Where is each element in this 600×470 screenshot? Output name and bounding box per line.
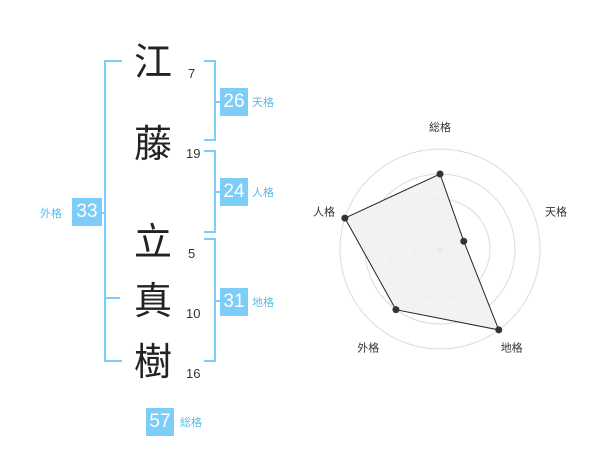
kanji-2: 藤 [133,122,172,166]
gaikaku-bracket [104,60,122,362]
kanji-1: 江 [133,40,172,84]
soukaku-label: 総格 [180,416,202,429]
stroke-count-3: 5 [188,246,196,261]
gaikaku-bracket-mid [104,297,120,299]
gaikaku-value-box: 33 [72,198,102,226]
tenkaku-label: 天格 [252,96,274,109]
radar-point-1 [460,237,468,245]
radar-point-0 [436,170,444,178]
tenkaku-bracket [204,60,216,141]
chikaku-label: 地格 [252,296,274,309]
gaikaku-connector [100,212,106,214]
radar-ring-4 [339,148,541,350]
radar-point-2 [495,326,503,334]
chikaku-value-box: 31 [220,288,248,316]
stroke-count-2: 19 [186,146,201,161]
tenkaku-connector [214,101,222,103]
jinkaku-value-box: 24 [220,178,248,206]
kanji-3: 立 [133,220,172,264]
radar-axis-label-0: 総格 [429,120,451,134]
radar-axis-label-4: 人格 [313,204,335,218]
radar-axis-label-2: 地格 [501,341,523,355]
jinkaku-label: 人格 [252,186,274,199]
jinkaku-connector [214,191,222,193]
radar-point-3 [392,306,400,314]
chikaku-connector [214,300,222,302]
radar-axis-label-3: 外格 [357,341,379,355]
stroke-count-5: 16 [186,366,201,381]
radar-point-4 [341,214,349,222]
tenkaku-value-box: 26 [220,88,248,116]
radar-axis-label-1: 天格 [545,204,567,218]
stroke-count-4: 10 [186,306,201,321]
kanji-5: 樹 [133,340,172,384]
kanji-4: 真 [133,279,172,323]
stroke-count-1: 7 [188,66,196,81]
soukaku-value-box: 57 [146,408,174,436]
radar-area [344,173,500,331]
gaikaku-label: 外格 [40,207,62,220]
